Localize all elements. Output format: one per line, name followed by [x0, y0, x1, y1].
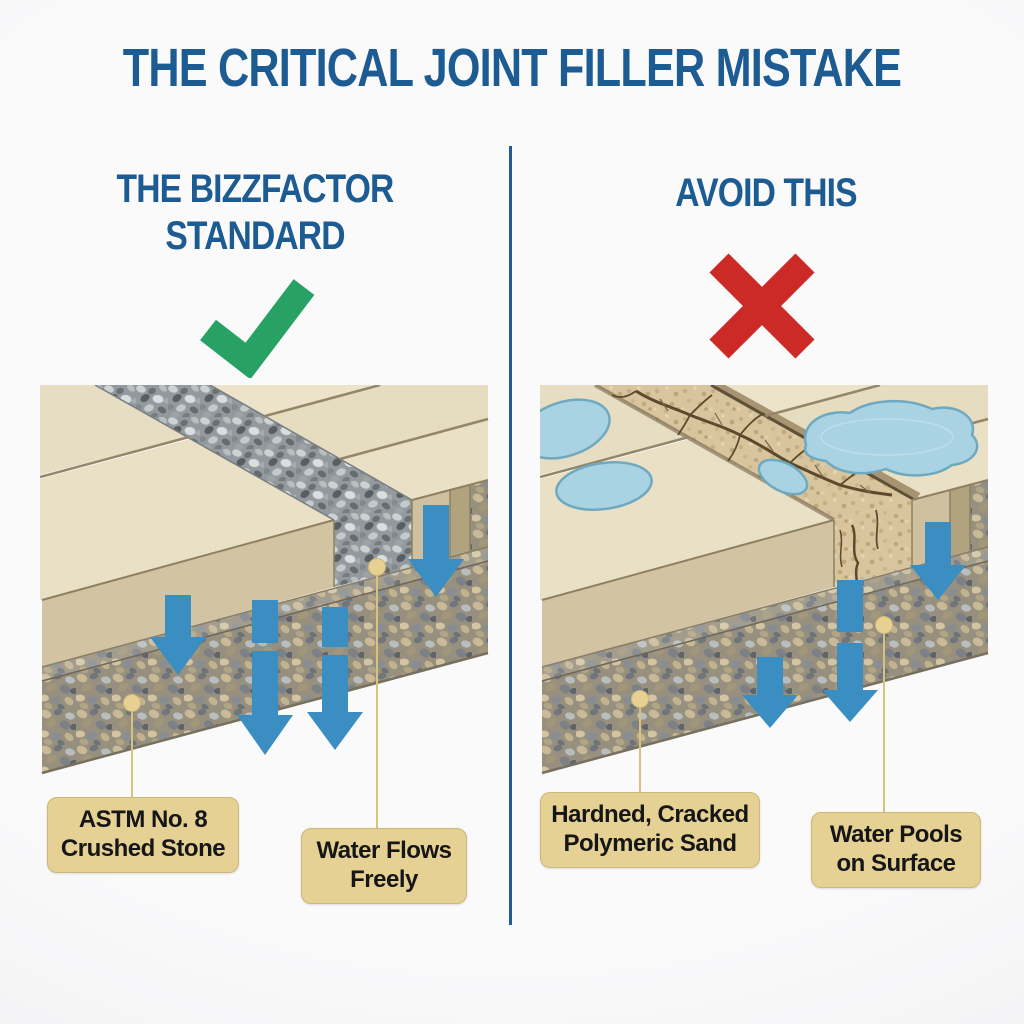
label-crushed-stone: ASTM No. 8 Crushed Stone [47, 797, 239, 873]
leader-line-crushed-stone [131, 702, 133, 800]
leader-dot-crushed-stone [123, 694, 141, 712]
sand-front-cracks [839, 509, 879, 586]
page-title: THE CRITICAL JOINT FILLER MISTAKE [122, 38, 902, 98]
water-flow-arrows [742, 522, 966, 728]
right-cross-section-illustration [540, 385, 989, 775]
leader-dot-polymeric-sand [631, 690, 649, 708]
left-cross-section-illustration [40, 385, 489, 775]
leader-dot-water-flows [368, 558, 386, 576]
water-flow-arrows [150, 505, 464, 755]
leader-line-water-pools [883, 624, 885, 814]
left-column-heading: THE BIZZFACTOR STANDARD [116, 167, 395, 259]
leader-line-water-flows [376, 566, 378, 830]
leader-line-polymeric-sand [639, 698, 641, 794]
label-water-pools: Water Pools on Surface [811, 812, 981, 888]
x-icon [709, 253, 815, 359]
water-pools [540, 398, 979, 511]
column-divider [509, 146, 512, 925]
label-water-flows: Water Flows Freely [301, 828, 467, 904]
label-polymeric-sand: Hardned, Cracked Polymeric Sand [540, 792, 760, 868]
checkmark-icon [200, 279, 315, 378]
leader-dot-water-pools [875, 616, 893, 634]
right-column-heading: AVOID THIS [675, 171, 857, 215]
